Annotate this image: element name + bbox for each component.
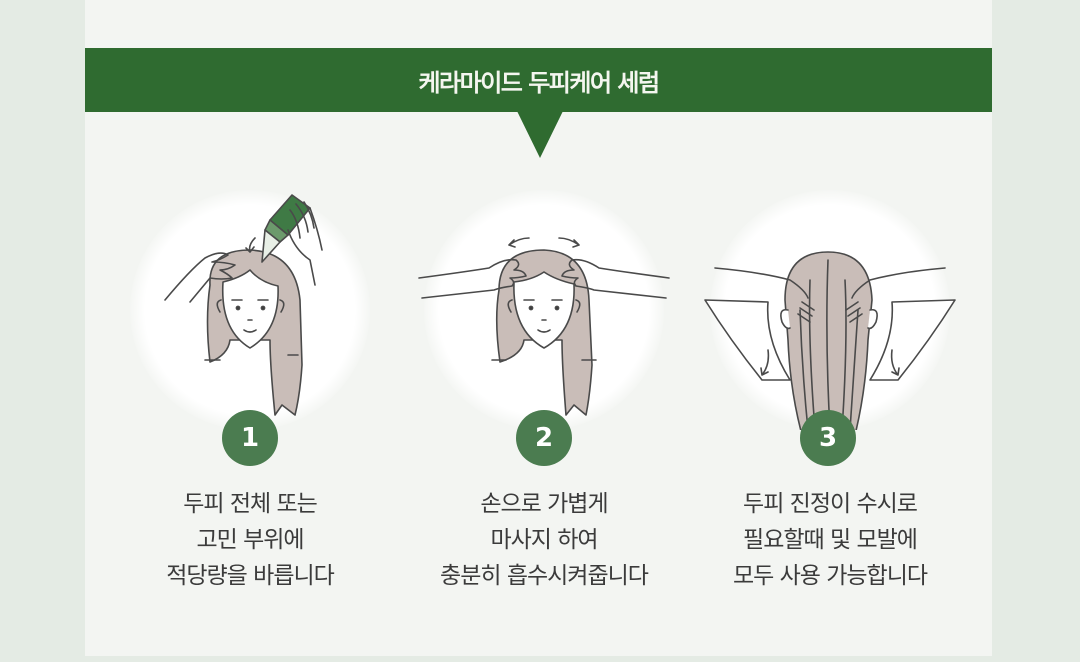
step-number-badge: 1 xyxy=(222,410,278,466)
step-number-badge: 2 xyxy=(516,410,572,466)
step-number-badge: 3 xyxy=(800,410,856,466)
step-description: 손으로 가볍게 마사지 하여 충분히 흡수시켜줍니다 xyxy=(404,486,684,594)
description-line: 고민 부위에 xyxy=(196,527,304,553)
scalp-massage-illustration xyxy=(418,237,670,416)
description-line: 필요할때 및 모발에 xyxy=(743,527,918,553)
description-line: 두피 진정이 수시로 xyxy=(743,491,918,517)
hair-back-view-illustration xyxy=(704,251,956,430)
product-title-banner: 케라마이드 두피케어 세럼 xyxy=(85,48,992,112)
description-line: 모두 사용 가능합니다 xyxy=(732,563,928,589)
step-number: 3 xyxy=(818,423,838,453)
banner-title: 케라마이드 두피케어 세럼 xyxy=(418,68,660,97)
description-line: 손으로 가볍게 xyxy=(480,491,608,517)
description-line: 마사지 하여 xyxy=(490,527,598,553)
step-number: 1 xyxy=(240,423,260,453)
description-line: 적당량을 바릅니다 xyxy=(166,563,335,589)
apply-serum-to-scalp-illustration xyxy=(164,194,323,416)
description-line: 충분히 흡수시켜줍니다 xyxy=(440,563,649,589)
banner-pointer-arrow xyxy=(517,111,563,158)
step-description: 두피 진정이 수시로 필요할때 및 모발에 모두 사용 가능합니다 xyxy=(690,486,970,594)
step-number: 2 xyxy=(534,423,554,453)
description-line: 두피 전체 또는 xyxy=(183,491,318,517)
step-description: 두피 전체 또는 고민 부위에 적당량을 바릅니다 xyxy=(110,486,390,594)
